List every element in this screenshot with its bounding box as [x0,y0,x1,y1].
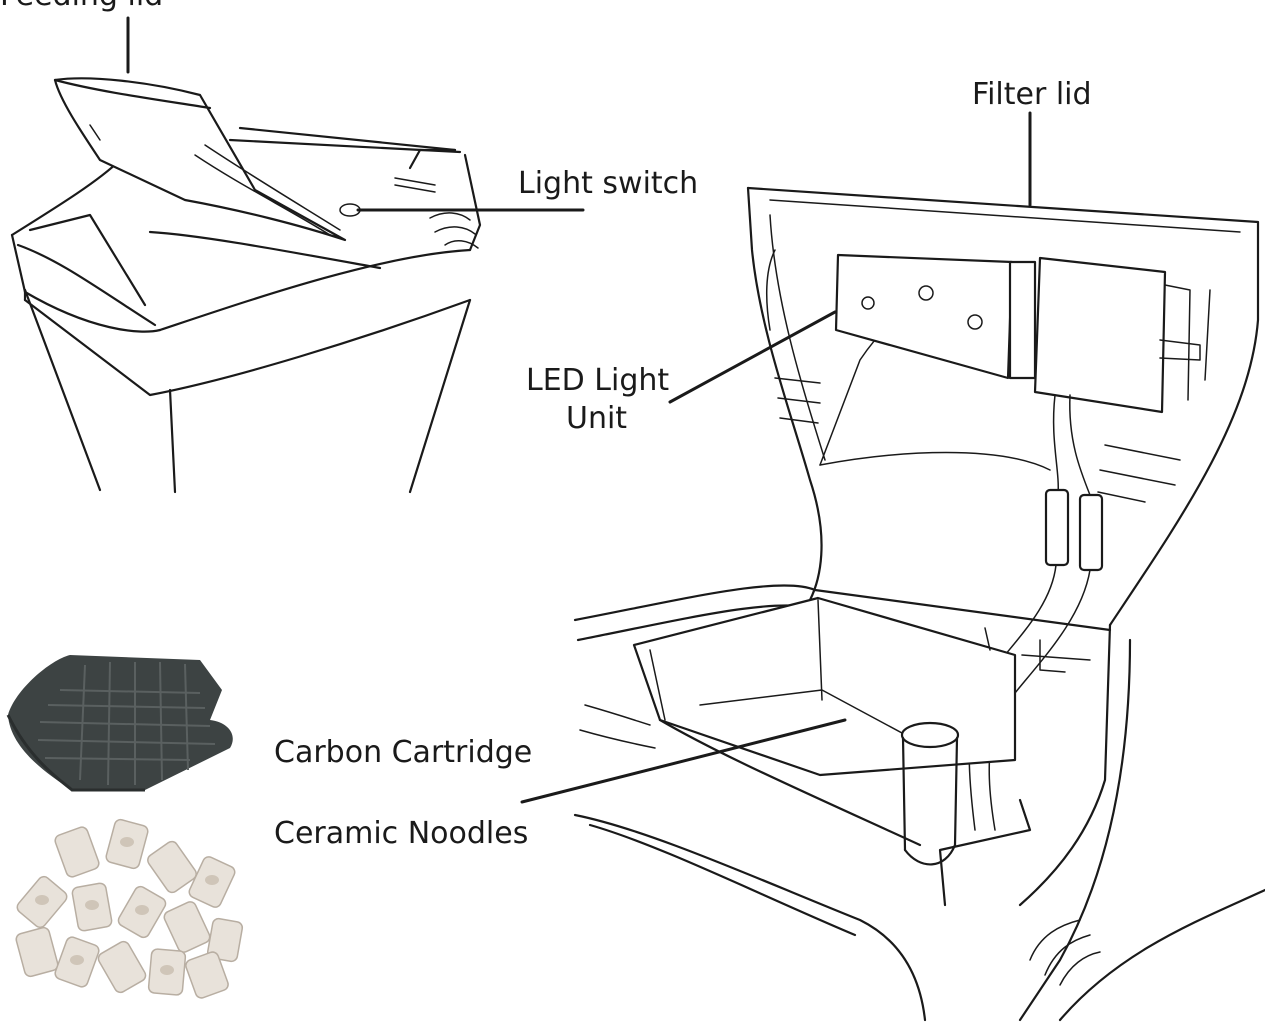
aquarium-closed-sketch [10,77,482,494]
carbon-cartridge-photo [6,655,233,792]
leader-led [668,310,837,404]
label-top-partial: Feeding lid [0,0,163,13]
label-filter-lid: Filter lid [972,77,1092,112]
label-led-line1: LED Light [526,363,669,398]
filter-open-sketch [573,186,1265,1022]
label-carbon-cartridge: Carbon Cartridge [274,735,532,770]
label-ceramic-noodles: Ceramic Noodles [274,816,528,851]
label-led-line2: Unit [566,401,627,436]
label-light-switch: Light switch [518,166,698,201]
leader-ceramic [520,718,847,804]
ceramic-noodles-photo [15,818,244,999]
